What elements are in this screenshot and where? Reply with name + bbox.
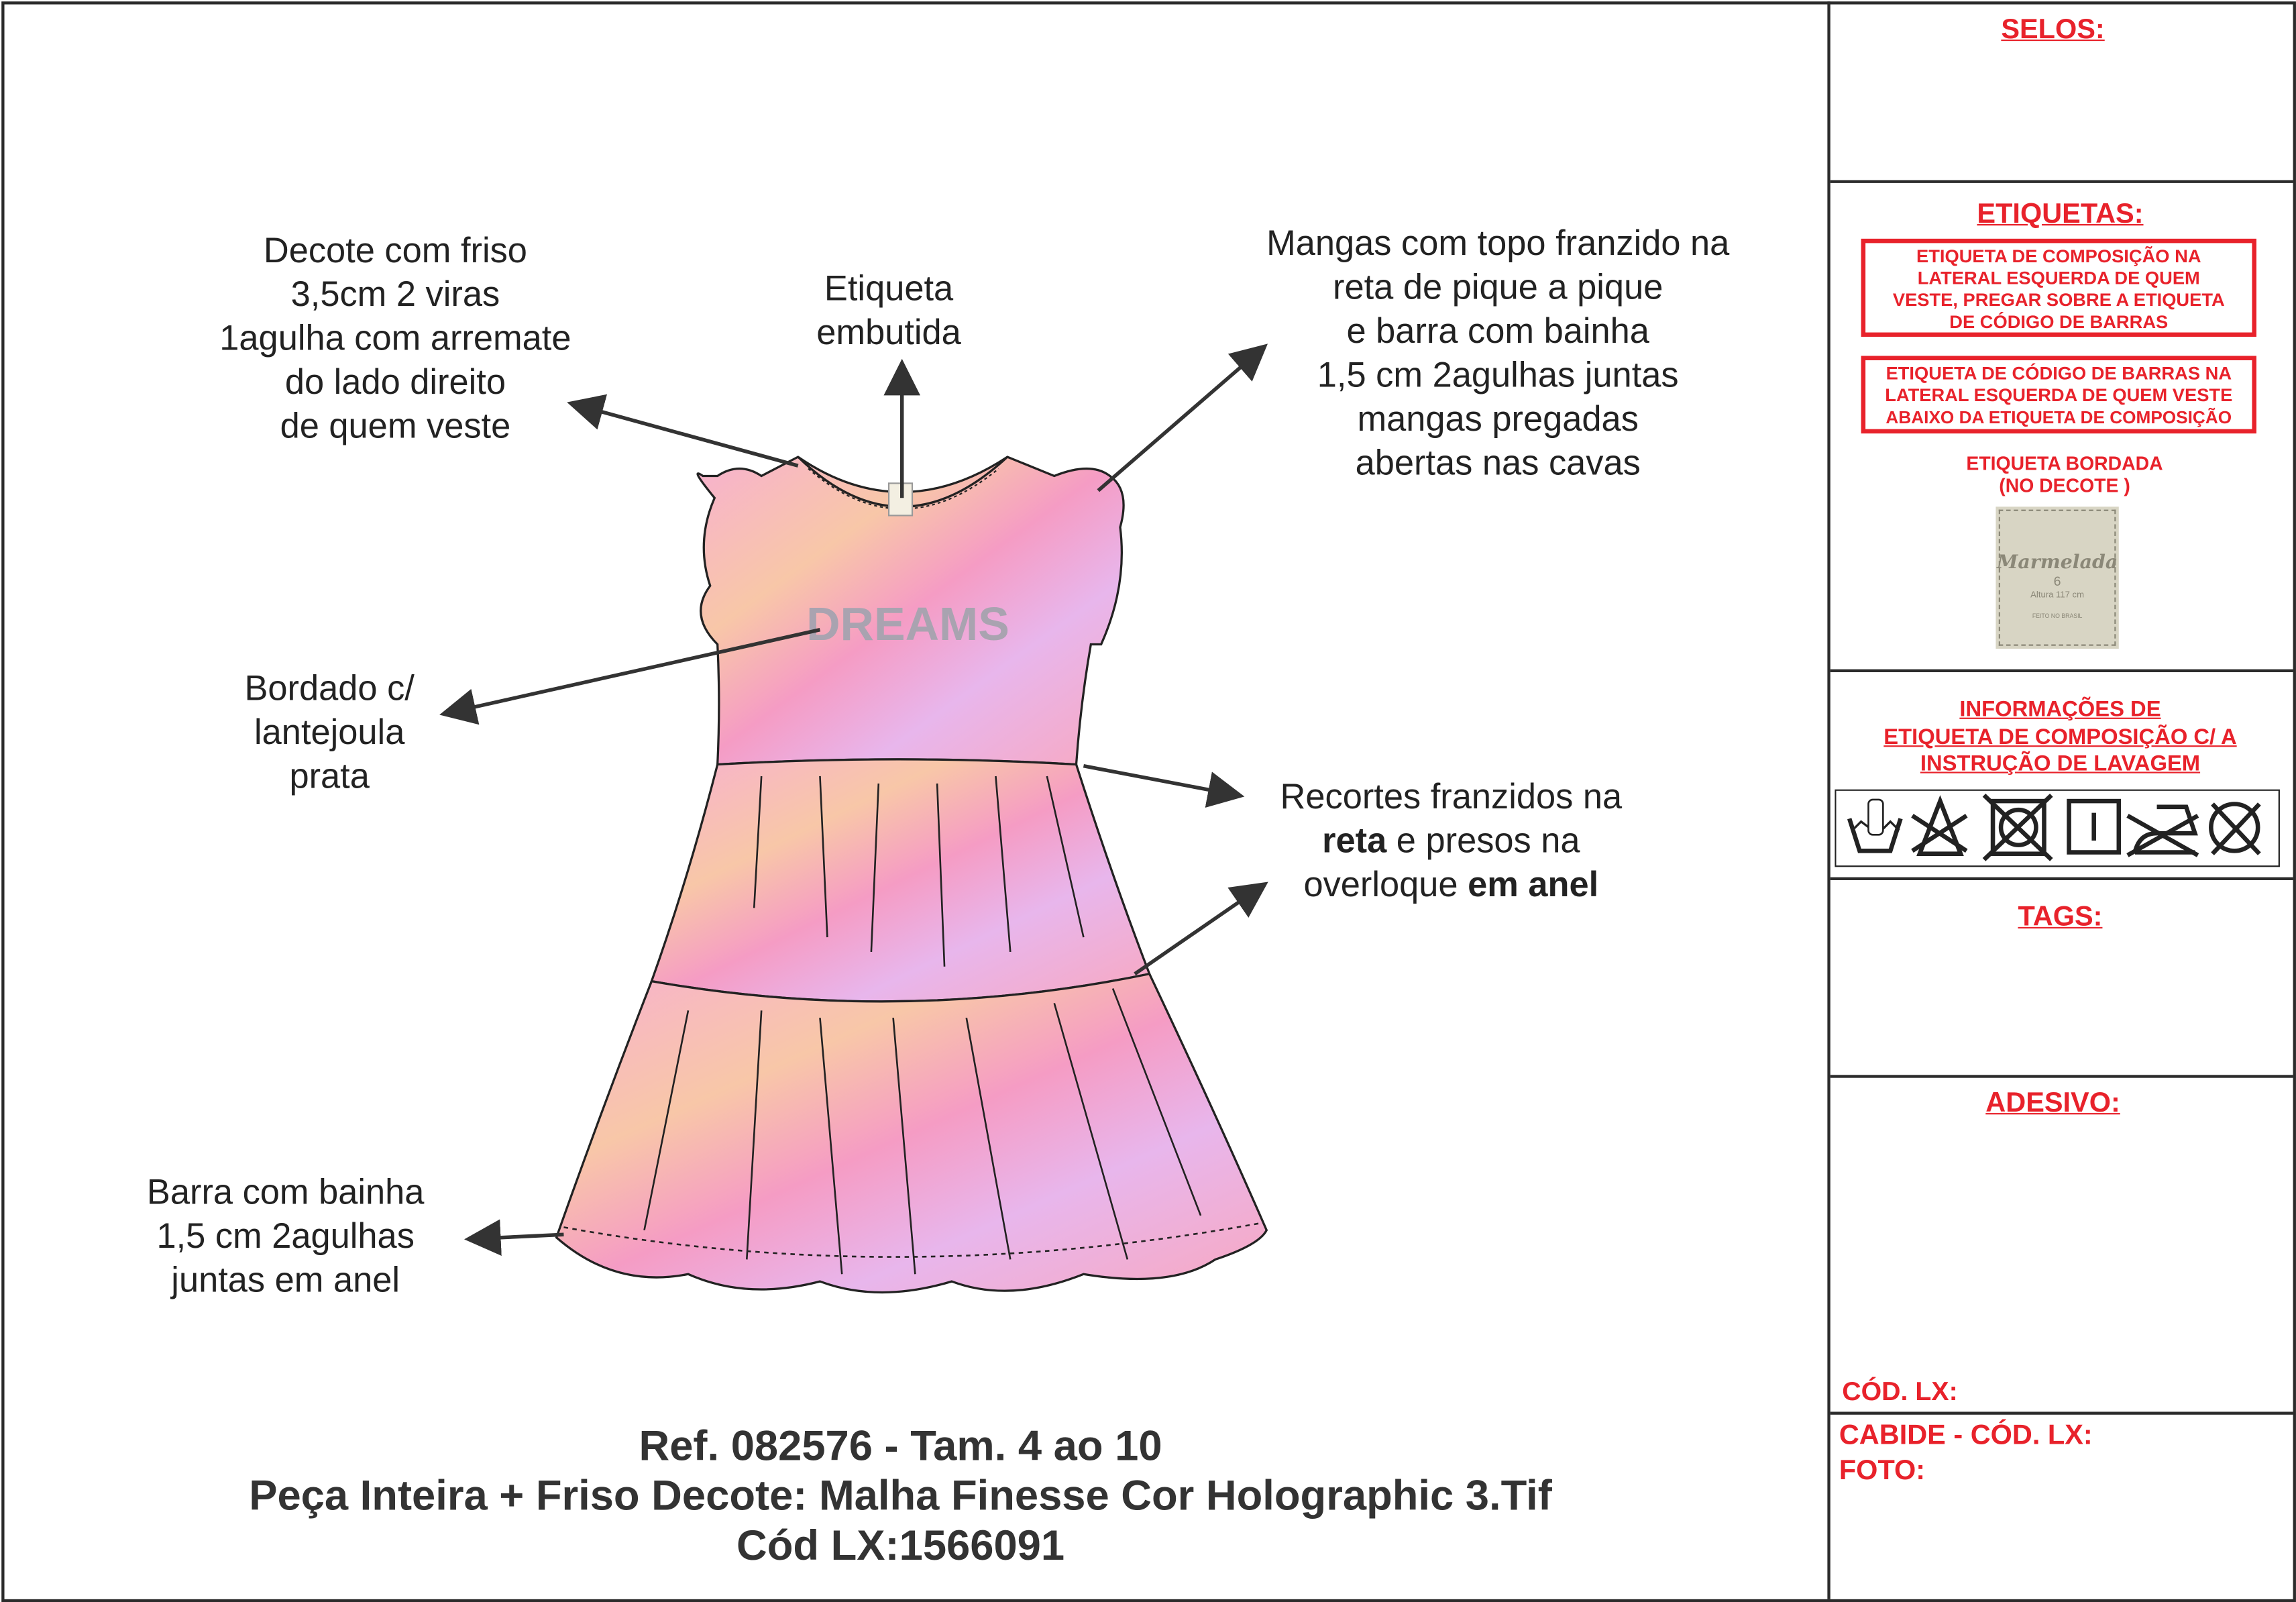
note-line: 1,5 cm 2agulhas juntas xyxy=(1317,356,1679,396)
text: INSTRUÇÃO DE LAVAGEM xyxy=(1920,751,2201,776)
cuts-note: Recortes franzidos na reta e presos na o… xyxy=(1246,776,1656,908)
note-line: embutida xyxy=(816,313,961,354)
cod-lx-label: CÓD. LX: xyxy=(1842,1377,1958,1406)
note-line: reta de pique a pique xyxy=(1333,268,1663,308)
dress xyxy=(555,456,1268,1294)
etiquetas-heading: ETIQUETAS: xyxy=(1977,199,2144,230)
box-line: LATERAL ESQUERDA DE QUEM xyxy=(1917,268,2200,289)
arrows xyxy=(439,343,1268,1256)
note-line: Etiqueta xyxy=(824,269,954,309)
text: ETIQUETA DE COMPOSIÇÃO C/ A xyxy=(1883,724,2237,749)
care-info-heading: INFORMAÇÕES DE ETIQUETA DE COMPOSIÇÃO C/… xyxy=(1833,697,2287,778)
box-line: ETIQUETA DE CÓDIGO DE BARRAS NA xyxy=(1885,363,2232,384)
text: ETIQUETA BORDADA xyxy=(1966,452,2163,475)
note-line: Bordado c/ xyxy=(244,669,415,709)
note-line: Recortes franzidos na xyxy=(1280,778,1623,818)
box-line: LATERAL ESQUERDA DE QUEM VESTE xyxy=(1885,385,2233,406)
note-line: 3,5cm 2 viras xyxy=(290,275,500,315)
adesivo-heading: ADESIVO: xyxy=(1985,1087,2120,1119)
sleeves-note: Mangas com topo franzido na reta de piqu… xyxy=(1234,223,1761,486)
height-text: Altura 117 cm xyxy=(2030,591,2085,601)
note-line: juntas em anel xyxy=(171,1261,400,1301)
text: INFORMAÇÕES DE xyxy=(1959,697,2161,723)
box-line: DE CÓDIGO DE BARRAS xyxy=(1949,311,2169,333)
brand-logo: Marmelada xyxy=(1996,551,2118,574)
note-line: mangas pregadas xyxy=(1357,399,1639,439)
selos-heading: SELOS: xyxy=(2001,14,2105,46)
bold-text: em anel xyxy=(1468,865,1599,906)
embroidered-label-image: Marmelada 6 Altura 117 cm FEITO NO BRASI… xyxy=(1996,506,2119,649)
gather-lines xyxy=(563,776,1262,1275)
hanger-code-label: CABIDE - CÓD. LX: xyxy=(1839,1420,2093,1452)
neckline-note: Decote com friso 3,5cm 2 viras 1agulha c… xyxy=(176,230,615,449)
panel-divider xyxy=(1827,1,1830,1599)
do-not-dry-clean-icon xyxy=(2209,802,2261,855)
fabric-line: Peça Inteira + Friso Decote: Malha Fines… xyxy=(249,1473,1552,1520)
divider xyxy=(1830,877,2293,880)
do-not-tumble-dry-icon xyxy=(1982,794,2053,861)
made-in-text: FEITO NO BRASIL xyxy=(2032,612,2083,620)
hand-wash-icon xyxy=(1847,798,1903,853)
stitch-border xyxy=(1998,509,2116,646)
text: e presos na xyxy=(1386,821,1580,861)
box-line: ABAIXO DA ETIQUETA DE COMPOSIÇÃO xyxy=(1885,407,2232,428)
note-line: Mangas com topo franzido na xyxy=(1266,223,1730,264)
note-line: lantejoula xyxy=(254,713,405,753)
box-line: ETIQUETA DE COMPOSIÇÃO NA xyxy=(1916,246,2201,267)
do-not-bleach-icon xyxy=(1911,795,1968,856)
bold-text: reta xyxy=(1322,821,1387,861)
divider xyxy=(1830,1075,2293,1078)
note-line: abertas nas cavas xyxy=(1355,443,1641,484)
embroidered-label-heading: ETIQUETA BORDADA (NO DECOTE ) xyxy=(1904,453,2226,496)
note-line: 1agulha com arremate xyxy=(219,319,571,359)
tags-heading: TAGS: xyxy=(2018,902,2103,933)
box-line: VESTE, PREGAR SOBRE A ETIQUETA xyxy=(1892,290,2225,311)
note-line: reta e presos na xyxy=(1246,820,1656,863)
reference-line: Ref. 082576 - Tam. 4 ao 10 xyxy=(639,1423,1162,1471)
photo-label: FOTO: xyxy=(1839,1455,1926,1487)
divider xyxy=(1830,669,2293,672)
hem-note: Barra com bainha 1,5 cm 2agulhas juntas … xyxy=(110,1171,461,1303)
composition-label-box: ETIQUETA DE COMPOSIÇÃO NA LATERAL ESQUER… xyxy=(1861,238,2257,337)
note-line: Decote com friso xyxy=(263,231,527,271)
note-line: overloque em anel xyxy=(1246,864,1656,908)
embroidery-note: Bordado c/ lantejoula prata xyxy=(213,668,447,799)
label-note: Etiqueta embutida xyxy=(786,268,991,356)
divider xyxy=(1830,180,2293,183)
note-line: prata xyxy=(289,757,370,797)
note-line: Barra com bainha xyxy=(146,1173,425,1213)
barcode-label-box: ETIQUETA DE CÓDIGO DE BARRAS NA LATERAL … xyxy=(1861,356,2257,434)
dreams-embroidery: DREAMS xyxy=(806,598,1009,650)
footer: Ref. 082576 - Tam. 4 ao 10 Peça Inteira … xyxy=(146,1422,1654,1572)
divider xyxy=(1830,1411,2293,1415)
dress-illustration: DREAMS xyxy=(439,343,1268,1294)
line-dry-icon xyxy=(2067,798,2122,855)
note-line: de quem veste xyxy=(280,407,511,447)
text: (NO DECOTE ) xyxy=(1999,474,2130,497)
do-not-iron-icon xyxy=(2126,804,2199,857)
text: overloque xyxy=(1303,865,1468,906)
note-line: do lado direito xyxy=(284,363,506,403)
care-symbols xyxy=(1835,789,2280,867)
size-text: 6 xyxy=(2053,574,2061,589)
note-line: 1,5 cm 2agulhas xyxy=(156,1217,415,1257)
code-line: Cód LX:1566091 xyxy=(736,1523,1065,1570)
note-line: e barra com bainha xyxy=(1346,311,1649,352)
